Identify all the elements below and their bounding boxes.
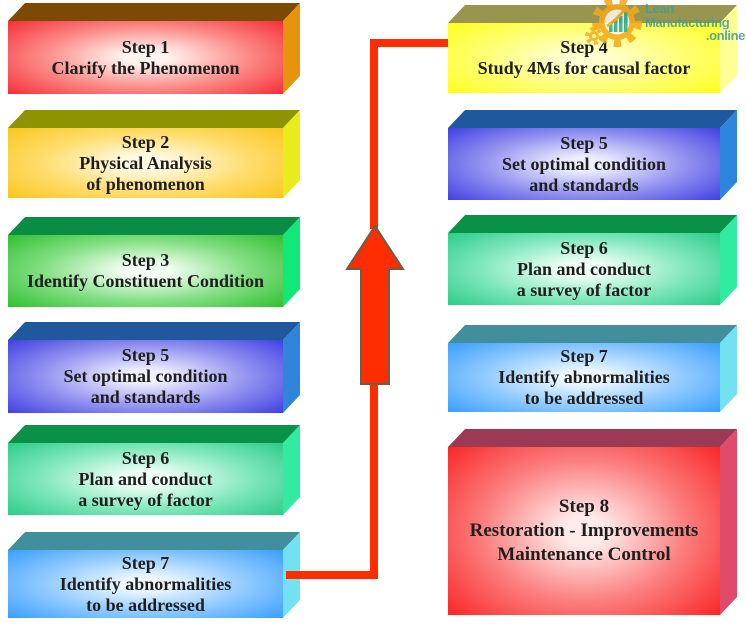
- box-top-face: [8, 425, 300, 443]
- box-front-face: Step 4 Study 4Ms for causal factor: [448, 23, 720, 93]
- box-side-face: [720, 110, 737, 200]
- box-side-face: [720, 5, 737, 93]
- box-top-face: [8, 217, 300, 235]
- box-front-face: Step 8 Restoration - Improvements Mainte…: [448, 447, 720, 615]
- box-front-face: Step 5 Set optimal condition and standar…: [8, 340, 283, 413]
- step-label: Step 6: [121, 447, 170, 468]
- box-front-face: Step 6 Plan and conduct a survey of fact…: [448, 233, 720, 305]
- up-block-arrow-icon: [345, 224, 405, 385]
- step-box-2: Step 2 Physical Analysis of phenomenon: [8, 110, 300, 198]
- step-box-7-left: Step 7 Identify abnormalities to be addr…: [8, 532, 300, 618]
- step-text: to be addressed: [86, 594, 205, 615]
- step-label: Step 5: [121, 345, 170, 365]
- box-top-face: [448, 429, 737, 447]
- box-top-face: [8, 3, 300, 21]
- box-top-face: [448, 325, 737, 343]
- step-text: Plan and conduct: [516, 258, 652, 279]
- box-side-face: [720, 215, 737, 305]
- step-text: Restoration - Improvements: [469, 520, 699, 541]
- step-text: Identify abnormalities: [498, 367, 670, 387]
- step-text: Identify abnormalities: [59, 573, 232, 594]
- step-text: to be addressed: [524, 388, 644, 408]
- step-text: and standards: [529, 174, 639, 195]
- step-label: Step 1: [121, 36, 170, 57]
- step-text: of phenomenon: [86, 173, 205, 194]
- step-text: a survey of factor: [516, 279, 652, 300]
- step-box-6-right: Step 6 Plan and conduct a survey of fact…: [448, 215, 737, 305]
- box-top-face: [448, 5, 737, 23]
- step-box-5-left: Step 5 Set optimal condition and standar…: [8, 322, 300, 413]
- step-text: Set optimal condition: [501, 153, 666, 174]
- step-text: Maintenance Control: [497, 544, 671, 565]
- box-front-face: Step 2 Physical Analysis of phenomenon: [8, 128, 283, 198]
- step-label: Step 6: [560, 237, 608, 258]
- site-logo: Lean Manufacturing .online: [585, 0, 746, 52]
- step-text: Identify Constituent Condition: [26, 271, 265, 291]
- box-side-face: [283, 3, 300, 94]
- step-box-6-left: Step 6 Plan and conduct a survey of fact…: [8, 425, 300, 515]
- box-front-face: Step 6 Plan and conduct a survey of fact…: [8, 443, 283, 515]
- box-front-face: Step 7 Identify abnormalities to be addr…: [448, 343, 720, 412]
- logo-line-lean: Lean: [645, 1, 674, 16]
- step-label: Step 2: [121, 131, 170, 152]
- box-side-face: [720, 429, 737, 615]
- box-front-face: Step 3 Identify Constituent Condition: [8, 235, 283, 307]
- step-text: Physical Analysis: [79, 152, 212, 173]
- flow-line-top: [370, 39, 448, 229]
- box-top-face: [8, 532, 300, 550]
- box-front-face: Step 1 Clarify the Phenomenon: [8, 21, 283, 94]
- step-box-4: Step 4 Study 4Ms for causal factor: [448, 5, 737, 93]
- box-side-face: [720, 325, 737, 412]
- step-text: a survey of factor: [78, 489, 213, 510]
- box-side-face: [283, 110, 300, 198]
- box-top-face: [448, 110, 737, 128]
- step-text: Clarify the Phenomenon: [51, 57, 240, 78]
- step-label: Step 7: [121, 552, 170, 573]
- box-front-face: Step 5 Set optimal condition and standar…: [448, 128, 720, 200]
- box-front-face: Step 7 Identify abnormalities to be addr…: [8, 550, 283, 618]
- step-text: Plan and conduct: [78, 468, 213, 489]
- step-box-7-right: Step 7 Identify abnormalities to be addr…: [448, 325, 737, 412]
- logo-line-online: .online: [705, 28, 745, 43]
- box-side-face: [283, 217, 300, 307]
- step-label: Step 5: [560, 132, 608, 153]
- step-text: Set optimal condition: [63, 366, 228, 386]
- step-text: Study 4Ms for causal factor: [477, 58, 691, 78]
- step-box-5-right: Step 5 Set optimal condition and standar…: [448, 110, 737, 200]
- step-label: Step 3: [121, 250, 170, 270]
- box-top-face: [8, 110, 300, 128]
- step-box-8: Step 8 Restoration - Improvements Mainte…: [448, 429, 737, 615]
- logo-line-manufacturing: Manufacturing: [645, 14, 730, 30]
- box-top-face: [448, 215, 737, 233]
- logo-text: Lean Manufacturing .online: [645, 2, 745, 43]
- box-top-face: [8, 322, 300, 340]
- step-box-3: Step 3 Identify Constituent Condition: [8, 217, 300, 307]
- step-box-1: Step 1 Clarify the Phenomenon: [8, 3, 300, 94]
- gear-chart-icon: [585, 0, 642, 47]
- step-label: Step 7: [560, 346, 608, 366]
- step-label: Step 8: [558, 496, 610, 517]
- step-text: and standards: [90, 387, 201, 407]
